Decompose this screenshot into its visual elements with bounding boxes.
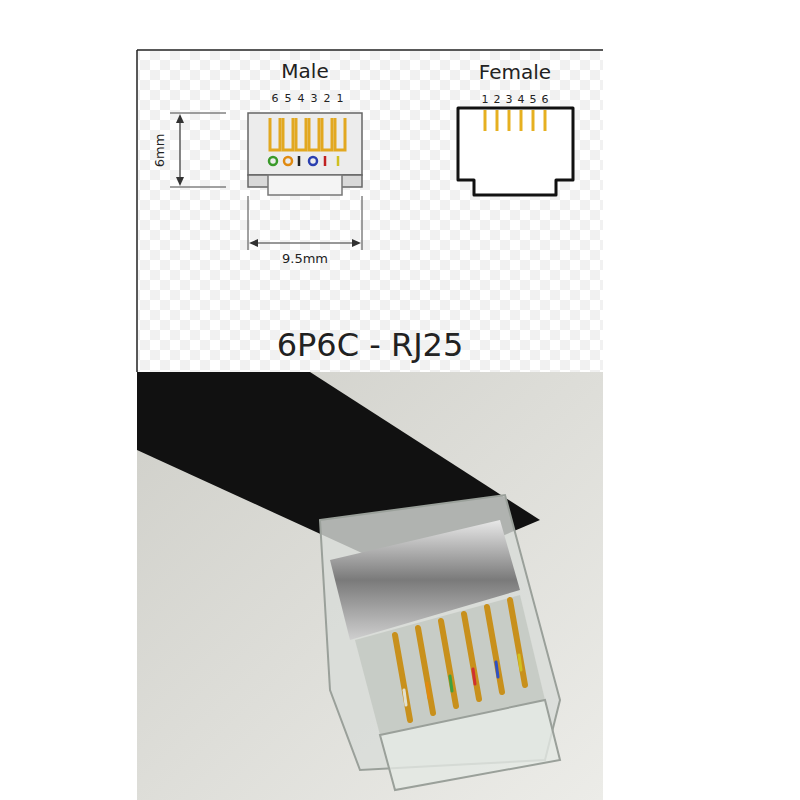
pin-number: 3 [506, 94, 513, 105]
pin-number: 4 [518, 94, 525, 105]
pin-number: 6 [542, 94, 549, 105]
pin-number: 1 [337, 93, 344, 104]
view-label: Male [281, 61, 328, 81]
dimension-label: 6mm [153, 133, 166, 167]
pin-number: 6 [272, 93, 279, 104]
pin-number: 1 [482, 94, 489, 105]
dimension-label: 9.5mm [282, 252, 328, 265]
view-label: Female [479, 62, 551, 82]
pin-number: 2 [324, 93, 331, 104]
pin-number: 2 [494, 94, 501, 105]
pin-number: 4 [298, 93, 305, 104]
pin-number: 5 [530, 94, 537, 105]
pin-number: 5 [285, 93, 292, 104]
pin-number: 3 [311, 93, 318, 104]
diagram-title: 6P6C - RJ25 [277, 329, 464, 361]
